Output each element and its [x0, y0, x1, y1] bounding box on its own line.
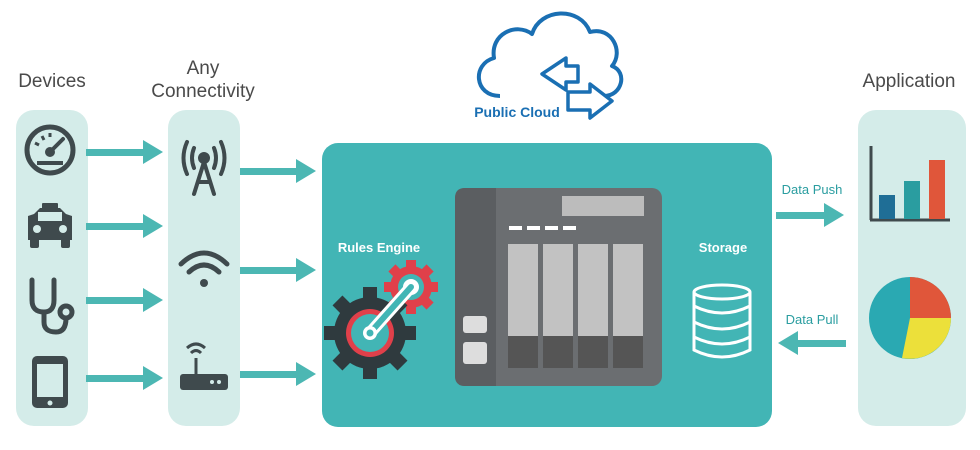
cloud-icon — [476, 11, 624, 98]
rules-engine-label: Rules Engine — [337, 240, 421, 255]
devices-title: Devices — [18, 71, 86, 92]
connectivity-title: Any Connectivity — [151, 58, 255, 102]
arrow-conn-1 — [240, 159, 316, 183]
connectivity-arrows — [240, 159, 316, 386]
public-cloud-label: Public Cloud — [474, 104, 560, 120]
application-panel — [858, 110, 966, 426]
tablet-icon — [32, 356, 68, 408]
database-icon — [692, 283, 752, 359]
wifi-icon — [178, 250, 230, 287]
device-arrows — [86, 140, 163, 390]
data-pull-label: Data Pull — [785, 312, 839, 327]
application-title: Application — [862, 71, 956, 92]
nas-device-icon — [455, 188, 662, 386]
stethoscope-icon — [29, 277, 75, 335]
arrow-conn-3 — [240, 362, 316, 386]
data-push-label: Data Push — [781, 182, 843, 197]
data-pull-arrow — [778, 331, 846, 355]
arrow-device-4 — [86, 366, 163, 390]
arrow-device-2 — [86, 214, 163, 238]
router-icon — [180, 342, 228, 390]
data-push-arrow — [776, 203, 844, 227]
connecting-rod — [363, 281, 417, 340]
cell-tower-icon — [181, 140, 227, 196]
arrow-device-1 — [86, 140, 163, 164]
arrow-device-3 — [86, 288, 163, 312]
speedometer-icon — [24, 124, 76, 176]
sync-arrows-icon — [540, 56, 614, 120]
arrow-conn-2 — [240, 258, 316, 282]
bar-chart-icon — [869, 146, 950, 222]
car-icon — [28, 203, 72, 248]
storage-label: Storage — [698, 240, 748, 255]
pie-chart-icon — [869, 277, 951, 359]
